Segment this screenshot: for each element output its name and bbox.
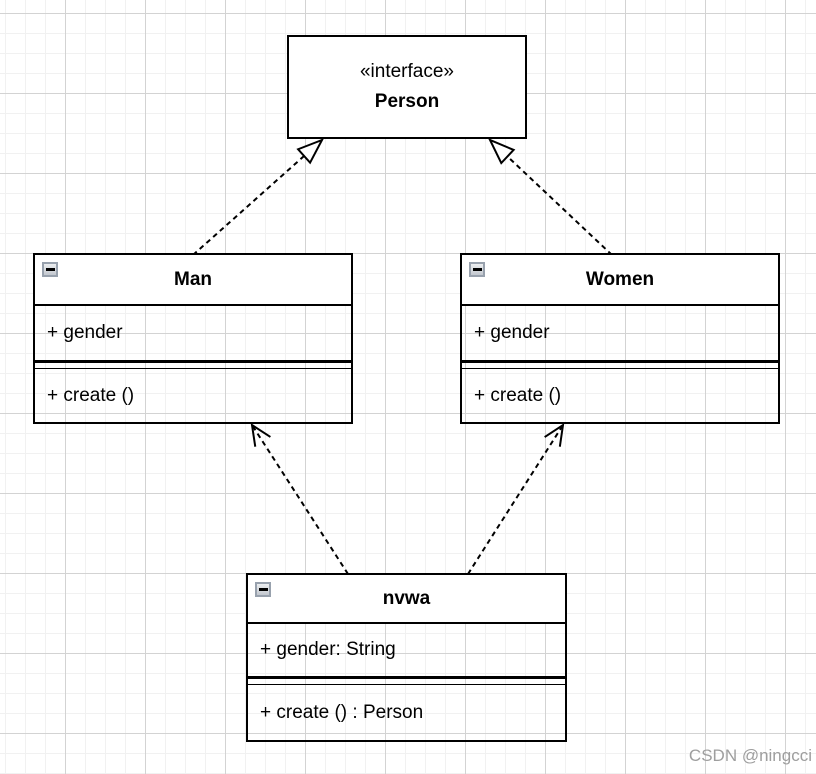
class-methods-section: + create () (462, 369, 778, 422)
edge-realization-women-person[interactable] (490, 140, 613, 256)
interface-stereotype: «interface» (359, 61, 454, 82)
method-row: + create () : Person (260, 701, 424, 723)
class-fields-section: + gender (35, 306, 351, 363)
method-row: + create () (474, 384, 562, 406)
collapse-minus-icon[interactable] (255, 582, 271, 597)
class-methods-section: + create () (35, 369, 351, 422)
class-node-women[interactable]: Women + gender + create () (460, 253, 780, 424)
class-name: nvwa (382, 587, 431, 609)
section-divider (35, 363, 351, 369)
class-node-man[interactable]: Man + gender + create () (33, 253, 353, 424)
interface-name: Person (374, 91, 440, 112)
field-row: + gender (474, 322, 550, 343)
field-row: + gender (47, 322, 123, 343)
edge-dependency-nvwa-man[interactable] (252, 425, 349, 575)
section-divider (462, 363, 778, 369)
collapse-minus-icon[interactable] (469, 262, 485, 277)
section-divider (248, 679, 565, 685)
class-methods-section: + create () : Person (248, 685, 565, 740)
edge-realization-man-person[interactable] (192, 140, 322, 256)
class-fields-section: + gender (462, 306, 778, 363)
class-name: Man (174, 268, 212, 290)
watermark: CSDN @ningcci (688, 746, 812, 765)
collapse-minus-icon[interactable] (42, 262, 58, 277)
class-name: Women (585, 268, 655, 290)
class-header: Man (35, 255, 351, 306)
class-header: Women (462, 255, 778, 306)
interface-person-node[interactable]: «interface» Person (287, 35, 527, 139)
class-node-nvwa[interactable]: nvwa + gender: String + create () : Pers… (246, 573, 567, 742)
class-fields-section: + gender: String (248, 624, 565, 679)
field-row: + gender: String (260, 639, 396, 660)
edge-dependency-nvwa-women[interactable] (467, 425, 563, 575)
method-row: + create () (47, 384, 135, 406)
class-header: nvwa (248, 575, 565, 624)
